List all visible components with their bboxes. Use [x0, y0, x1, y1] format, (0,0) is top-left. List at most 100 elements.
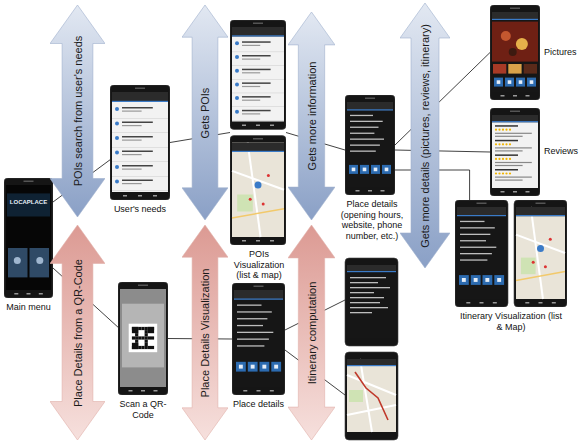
screen-detail — [530, 80, 534, 84]
arrow-shape — [288, 225, 335, 440]
screen-detail — [385, 168, 389, 172]
screen-detail — [242, 69, 271, 71]
arrow-band: Itinerary computation — [288, 225, 335, 440]
screen-detail — [237, 325, 263, 326]
screen-detail — [516, 207, 565, 299]
screen-detail — [492, 121, 538, 122]
screen-detail — [248, 362, 258, 372]
screen-detail — [262, 365, 266, 369]
screen-detail — [122, 111, 142, 112]
title-bar — [347, 365, 396, 366]
text-line — [350, 297, 384, 298]
arrow-label: Gets more details (pictures, reviews, it… — [419, 24, 432, 248]
screen-detail — [242, 45, 260, 46]
screen-detail — [350, 139, 384, 140]
screen-detail — [526, 191, 530, 193]
screen-dot — [509, 48, 517, 56]
arrow-shape — [288, 12, 335, 220]
screen-detail — [237, 332, 273, 333]
screen-detail — [138, 346, 141, 349]
screen-dot — [235, 110, 239, 114]
screen-detail — [234, 290, 283, 387]
screen-dot — [14, 257, 21, 264]
screen-detail — [505, 78, 514, 87]
screen-detail — [232, 27, 284, 122]
arrow-band: Place Details from a QR-Code — [50, 225, 105, 440]
arrow-shape — [182, 225, 228, 440]
screen-detail — [492, 115, 538, 122]
screen-detail — [495, 150, 523, 151]
screen-detail — [237, 305, 262, 306]
screen-detail — [260, 362, 270, 372]
screenshot-group: POIs Visualization (list & map) — [230, 20, 286, 245]
screen-detail — [516, 215, 565, 216]
text-line — [350, 302, 380, 303]
phone-screenshot — [4, 178, 53, 298]
screen-detail — [495, 133, 532, 134]
screen-detail — [493, 64, 506, 74]
screen-detail — [527, 78, 536, 87]
screen-detail — [251, 365, 255, 369]
phone-screenshot: Place details — [232, 283, 285, 395]
screen-detail — [242, 55, 271, 57]
screen-detail — [135, 88, 145, 90]
screen-detail — [513, 95, 517, 97]
screen-detail — [460, 234, 490, 235]
screen-detail — [501, 191, 505, 193]
screen-dot — [509, 158, 511, 160]
screen-detail — [457, 215, 506, 216]
screen-detail — [256, 125, 260, 127]
screen-detail — [234, 290, 283, 300]
screen-detail — [151, 346, 154, 349]
screen-detail — [145, 343, 148, 346]
screen-detail — [112, 132, 168, 134]
screen-detail — [274, 365, 278, 369]
phone-screenshot — [118, 282, 168, 395]
map-road — [232, 209, 284, 218]
screen-dot — [505, 143, 507, 145]
screen-detail — [242, 113, 260, 114]
screen-dot — [549, 238, 552, 241]
screen-dot — [235, 69, 239, 73]
screen-detail — [122, 183, 142, 184]
phone-screenshot — [110, 85, 170, 200]
arrow-band: Gets POIs — [182, 5, 228, 220]
screen-detail — [374, 168, 378, 172]
screen-detail — [360, 165, 369, 174]
screen-detail — [242, 96, 271, 98]
screen-detail — [239, 365, 243, 369]
arrow-band: Gets more details (pictures, reviews, it… — [400, 3, 450, 268]
screen-detail — [129, 324, 158, 353]
screen-detail — [135, 333, 138, 336]
screen-detail — [232, 120, 284, 122]
phone-frame — [490, 108, 540, 196]
screen-detail — [27, 293, 31, 295]
screen-detail — [477, 203, 487, 205]
screen-detail — [141, 390, 145, 392]
screen-detail — [122, 154, 142, 155]
screen-detail — [349, 165, 358, 174]
screen-detail — [460, 247, 496, 248]
screen-dot — [235, 55, 239, 59]
screen-detail — [232, 27, 284, 37]
arrow-shape — [50, 5, 105, 217]
screen-detail — [513, 191, 517, 193]
screen-dot — [498, 129, 500, 131]
screen-detail — [135, 340, 138, 343]
arrow-label: Itinerary computation — [305, 281, 318, 384]
screen-detail — [122, 169, 142, 170]
screen-detail — [352, 168, 356, 172]
screen-dot — [115, 107, 119, 111]
screen-detail — [536, 203, 546, 205]
screen-detail — [270, 125, 274, 127]
screen-detail — [129, 390, 133, 392]
screen-dot — [267, 174, 270, 177]
screen-detail — [257, 390, 261, 392]
screen-detail — [495, 165, 523, 166]
screen-detail — [242, 82, 271, 84]
phone-frame — [4, 178, 53, 298]
screen-detail — [135, 336, 138, 339]
text-line — [350, 307, 388, 308]
screen-detail — [516, 207, 565, 216]
screen-detail — [460, 227, 495, 228]
